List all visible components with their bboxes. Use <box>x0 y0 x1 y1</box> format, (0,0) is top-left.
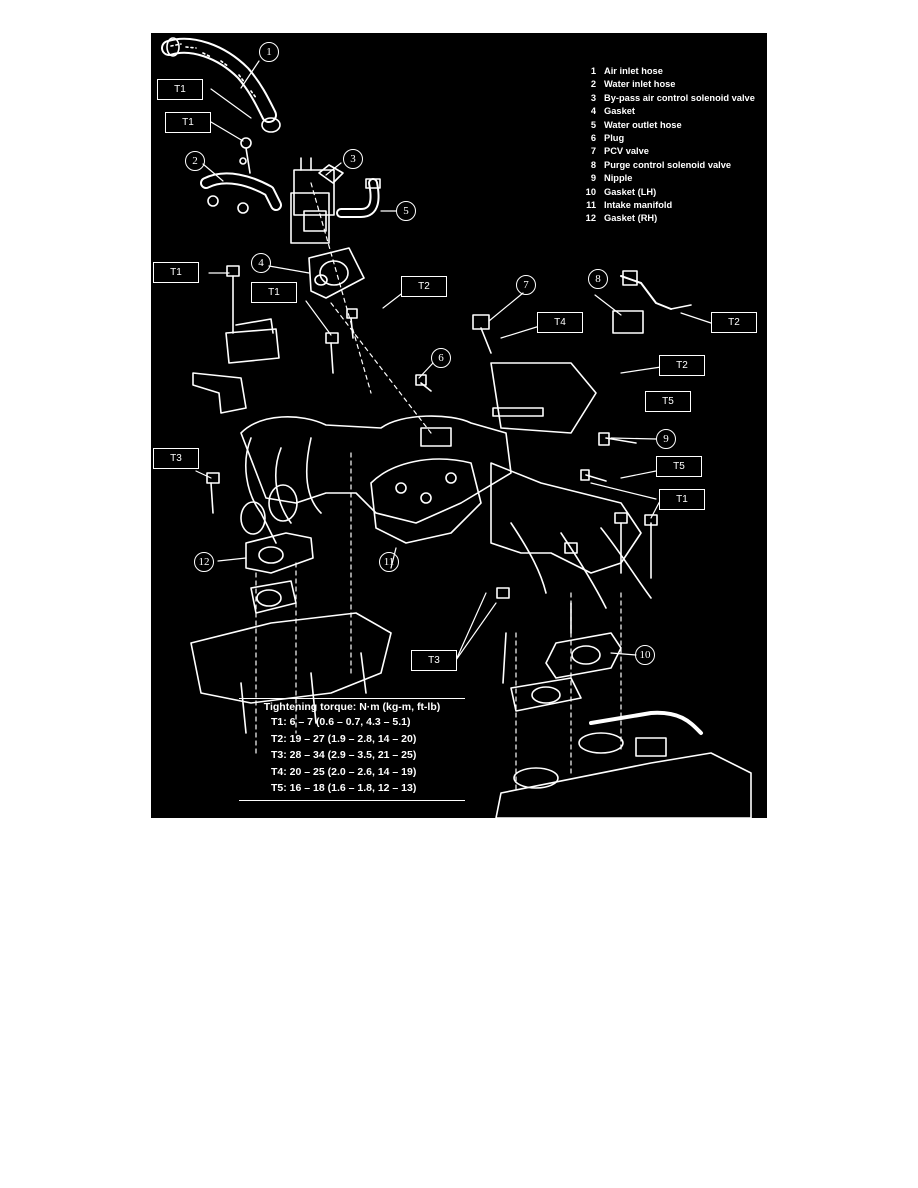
callout-11: 11 <box>379 552 399 572</box>
torque-tag-t5: T5 <box>656 456 702 477</box>
intake-manifold-body <box>240 362 652 609</box>
torque-tag-t1: T1 <box>659 489 705 510</box>
torque-tag-t1: T1 <box>251 282 297 303</box>
purge-solenoid-part <box>612 270 692 334</box>
legend-item: 3 By-pass air control solenoid valve <box>579 92 765 105</box>
callout-12: 12 <box>194 552 214 572</box>
assembly-lines <box>255 182 622 794</box>
parts-legend: 1 Air inlet hose 2 Water inlet hose 3 By-pa… <box>579 65 765 226</box>
legend-number: 7 <box>590 146 596 157</box>
legend-number: 2 <box>590 79 596 90</box>
legend-number: 8 <box>590 159 596 170</box>
legend-number: 4 <box>590 106 596 117</box>
callout-4: 4 <box>251 253 271 273</box>
torque-tag-t3: T3 <box>411 650 457 671</box>
torque-row: T4: 20 – 25 (2.0 – 2.6, 14 – 19) <box>271 765 417 778</box>
left-bracket-part <box>192 265 280 414</box>
callout-6: 6 <box>431 348 451 368</box>
legend-label: PCV valve <box>604 146 649 157</box>
callout-5: 5 <box>396 201 416 221</box>
legend-item: 6 Plug <box>579 132 765 145</box>
callout-10: 10 <box>635 645 655 665</box>
divider <box>239 698 465 699</box>
legend-item: 11 Intake manifold <box>579 199 765 212</box>
legend-item: 10 Gasket (LH) <box>579 186 765 199</box>
legend-label: By-pass air control solenoid valve <box>604 92 755 103</box>
divider <box>239 799 465 801</box>
torque-tag-t2: T2 <box>659 355 705 376</box>
torque-tag-t1: T1 <box>153 262 199 283</box>
legend-item: 4 Gasket <box>579 105 765 118</box>
legend-label: Water outlet hose <box>604 119 682 130</box>
bypass-valve-assembly <box>239 137 344 244</box>
legend-label: Nipple <box>604 173 633 184</box>
legend-number: 10 <box>585 186 596 197</box>
legend-label: Gasket (LH) <box>604 186 657 197</box>
torque-row: T3: 28 – 34 (2.9 – 3.5, 21 – 25) <box>271 749 417 761</box>
callout-1: 1 <box>259 42 279 62</box>
torque-table: Tightening torque: N·m (kg-m, ft-lb) T1:… <box>239 698 465 801</box>
legend-item: 12 Gasket (RH) <box>579 212 765 225</box>
legend-label: Plug <box>604 133 625 144</box>
torque-row: T2: 19 – 27 (1.9 – 2.8, 14 – 20) <box>271 732 417 745</box>
callout-3: 3 <box>343 149 363 169</box>
legend-label: Water inlet hose <box>604 79 676 90</box>
torque-row: T1: 6 – 7 (0.6 – 0.7, 4.3 – 5.1) <box>271 716 411 728</box>
torque-tag-t3: T3 <box>153 448 199 469</box>
legend-number: 1 <box>590 66 596 76</box>
torque-tag-t5: T5 <box>645 391 691 412</box>
torque-table-heading: Tightening torque: N·m (kg-m, ft-lb) <box>263 701 441 713</box>
torque-tag-t1: T1 <box>165 112 211 133</box>
legend-label: Gasket (RH) <box>604 213 658 224</box>
torque-tag-t4: T4 <box>537 312 583 333</box>
legend-item: 1 Air inlet hose <box>579 65 765 78</box>
leader-lines <box>195 60 712 661</box>
legend-number: 6 <box>590 133 596 144</box>
legend-number: 11 <box>586 200 596 211</box>
legend-item: 8 Purge control solenoid valve <box>579 159 765 172</box>
air-inlet-hose-part <box>161 37 281 133</box>
legend-item: 9 Nipple <box>579 172 765 185</box>
water-outlet-hose-part <box>336 178 381 218</box>
legend-number: 12 <box>585 213 596 224</box>
torque-tag-t2: T2 <box>401 276 447 297</box>
throttle-gasket-part <box>308 247 365 299</box>
legend-label: Air inlet hose <box>604 66 663 76</box>
cylinder-heads <box>190 612 752 818</box>
torque-tag-t2: T2 <box>711 312 757 333</box>
legend-item: 2 Water inlet hose <box>579 78 765 91</box>
legend-number: 3 <box>590 92 596 103</box>
callout-8: 8 <box>588 269 608 289</box>
callout-9: 9 <box>656 429 676 449</box>
legend-label: Intake manifold <box>604 200 673 211</box>
torque-tag-t1: T1 <box>157 79 203 100</box>
torque-row: T5: 16 – 18 (1.6 – 1.8, 12 – 13) <box>271 782 417 794</box>
lh-gasket-part <box>510 632 622 712</box>
callout-2: 2 <box>185 151 205 171</box>
legend-item: 5 Water outlet hose <box>579 119 765 132</box>
legend-number: 5 <box>590 119 596 130</box>
intake-manifold-drawing <box>161 37 752 818</box>
bolts <box>206 308 658 684</box>
water-inlet-hose-part <box>200 172 282 214</box>
callout-7: 7 <box>516 275 536 295</box>
legend-number: 9 <box>590 173 596 184</box>
legend-label: Gasket <box>604 106 636 117</box>
legend-item: 7 PCV valve <box>579 145 765 158</box>
legend-label: Purge control solenoid valve <box>604 159 732 170</box>
